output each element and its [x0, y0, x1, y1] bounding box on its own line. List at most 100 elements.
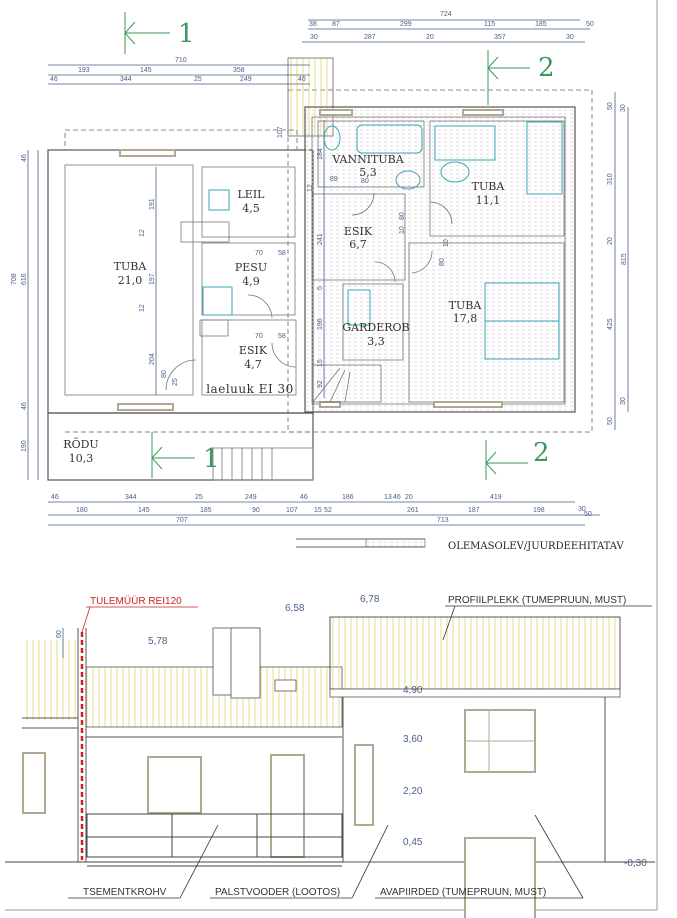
svg-text:180: 180	[76, 507, 88, 514]
vent-block	[199, 319, 229, 337]
svg-text:20: 20	[405, 494, 413, 501]
section-label: 1	[178, 19, 195, 49]
plaster-label: TSEMENTKROHV	[83, 887, 167, 898]
svg-text:70: 70	[255, 250, 263, 257]
svg-text:58: 58	[278, 250, 286, 257]
level-minus-0-30: -0,30	[624, 858, 647, 869]
svg-text:358: 358	[233, 67, 245, 74]
svg-text:38: 38	[309, 21, 317, 28]
room-name: PESU	[235, 261, 267, 274]
svg-text:30: 30	[620, 104, 627, 112]
section-marker-1-bottom: 1	[151, 432, 220, 478]
level-5-78: 5,78	[148, 636, 168, 647]
room-name: TUBA	[114, 260, 148, 273]
room-area: 5,3	[359, 166, 377, 179]
top-dimensions: 724 38 87 299 115 185 50 30 287 20 357 3…	[302, 11, 594, 43]
svg-text:310: 310	[607, 173, 614, 185]
level-0-45: 0,45	[403, 837, 423, 848]
svg-text:30: 30	[310, 34, 318, 41]
svg-text:25: 25	[195, 494, 203, 501]
room-area: 17,8	[453, 312, 478, 325]
section-marker-1-top: 1	[124, 12, 195, 54]
svg-text:707: 707	[176, 517, 188, 524]
room-name: ESIK	[239, 344, 268, 357]
section-marker-2-top: 2	[487, 50, 555, 105]
roofing-label: PROFIILPLEKK (TUMEPRUUN, MUST)	[448, 595, 626, 606]
svg-text:70: 70	[255, 333, 263, 340]
room-area: 6,7	[349, 238, 367, 251]
inner-dimensions: 191 12 197 12 204 80 25 70 58 70 58 107 …	[139, 120, 450, 398]
level-3-60: 3,60	[403, 734, 423, 745]
svg-text:145: 145	[140, 67, 152, 74]
room-area: 4,9	[242, 275, 260, 288]
svg-text:30: 30	[620, 397, 627, 405]
svg-text:145: 145	[138, 507, 150, 514]
svg-text:80: 80	[399, 212, 406, 220]
svg-text:344: 344	[120, 76, 132, 83]
svg-text:190: 190	[21, 440, 28, 452]
room-labels: TUBA 21,0 LEIL 4,5 PESU 4,9 ESIK 4,7 RÕD…	[63, 153, 505, 465]
room-area: 10,3	[69, 452, 94, 465]
svg-text:185: 185	[535, 21, 547, 28]
room-name: RÕDU	[63, 437, 98, 451]
level-2-20: 2,20	[403, 786, 423, 797]
legend: OLEMASOLEV/JUURDEEHITATAV	[296, 538, 625, 552]
left-top-dimensions: 710 193 145 358 46 344 25 249 46	[48, 57, 310, 85]
svg-text:15: 15	[317, 359, 324, 367]
chimney-vents	[180, 221, 230, 243]
svg-text:46: 46	[50, 76, 58, 83]
room-name: ESIK	[344, 225, 373, 238]
svg-text:204: 204	[149, 353, 156, 365]
svg-text:357: 357	[494, 34, 506, 41]
room-area: 21,0	[118, 274, 143, 287]
left-building-plan	[47, 129, 314, 481]
svg-text:713: 713	[437, 517, 449, 524]
svg-text:185: 185	[200, 507, 212, 514]
svg-text:299: 299	[400, 21, 412, 28]
room-name: TUBA	[449, 299, 483, 312]
svg-text:30: 30	[578, 506, 586, 513]
svg-text:12: 12	[139, 304, 146, 312]
svg-text:25: 25	[194, 76, 202, 83]
right-building-plan	[304, 106, 576, 413]
internal-stairs	[312, 364, 382, 403]
room-name: LEIL	[238, 188, 266, 201]
section-marker-2-bottom: 2	[485, 438, 550, 480]
room-area: 4,7	[244, 358, 262, 371]
svg-text:249: 249	[240, 76, 252, 83]
left-side-dimensions: 708 46 616 46 190	[11, 150, 39, 480]
svg-text:287: 287	[364, 34, 376, 41]
svg-text:344: 344	[125, 494, 137, 501]
level-6-78: 6,78	[360, 594, 380, 605]
svg-text:20: 20	[426, 34, 434, 41]
svg-text:193: 193	[78, 67, 90, 74]
level-4-90: 4,90	[403, 685, 423, 696]
svg-text:12: 12	[139, 229, 146, 237]
desk-icon	[434, 125, 496, 161]
svg-text:46: 46	[21, 154, 28, 162]
elevation	[5, 616, 655, 918]
svg-text:191: 191	[149, 198, 156, 210]
svg-text:261: 261	[407, 507, 419, 514]
svg-text:90: 90	[252, 507, 260, 514]
svg-text:724: 724	[440, 11, 452, 18]
shower-icon	[202, 286, 233, 316]
svg-text:425: 425	[607, 318, 614, 330]
elevation-labels: TULEMÜÜR REI120 60 PROFIILPLEKK (TUMEPRU…	[56, 594, 652, 899]
balcony	[47, 412, 314, 481]
cladding-label: PALSTVOODER (LOOTOS)	[215, 887, 340, 898]
wardrobe-icon	[347, 289, 371, 326]
bathtub-icon	[356, 124, 423, 154]
svg-text:46: 46	[298, 76, 306, 83]
svg-text:80: 80	[161, 370, 168, 378]
svg-text:52: 52	[324, 507, 332, 514]
svg-text:46: 46	[51, 494, 59, 501]
bottom-dimensions: 46 344 25 249 46 186 13 46 20 419 180 14…	[48, 494, 600, 526]
svg-text:87: 87	[332, 21, 340, 28]
svg-text:92: 92	[317, 380, 324, 388]
level-6-58: 6,58	[285, 603, 305, 614]
svg-text:249: 249	[245, 494, 257, 501]
room-name: GARDEROB	[342, 321, 409, 334]
svg-text:89: 89	[330, 176, 338, 183]
sink-icon	[395, 170, 421, 190]
